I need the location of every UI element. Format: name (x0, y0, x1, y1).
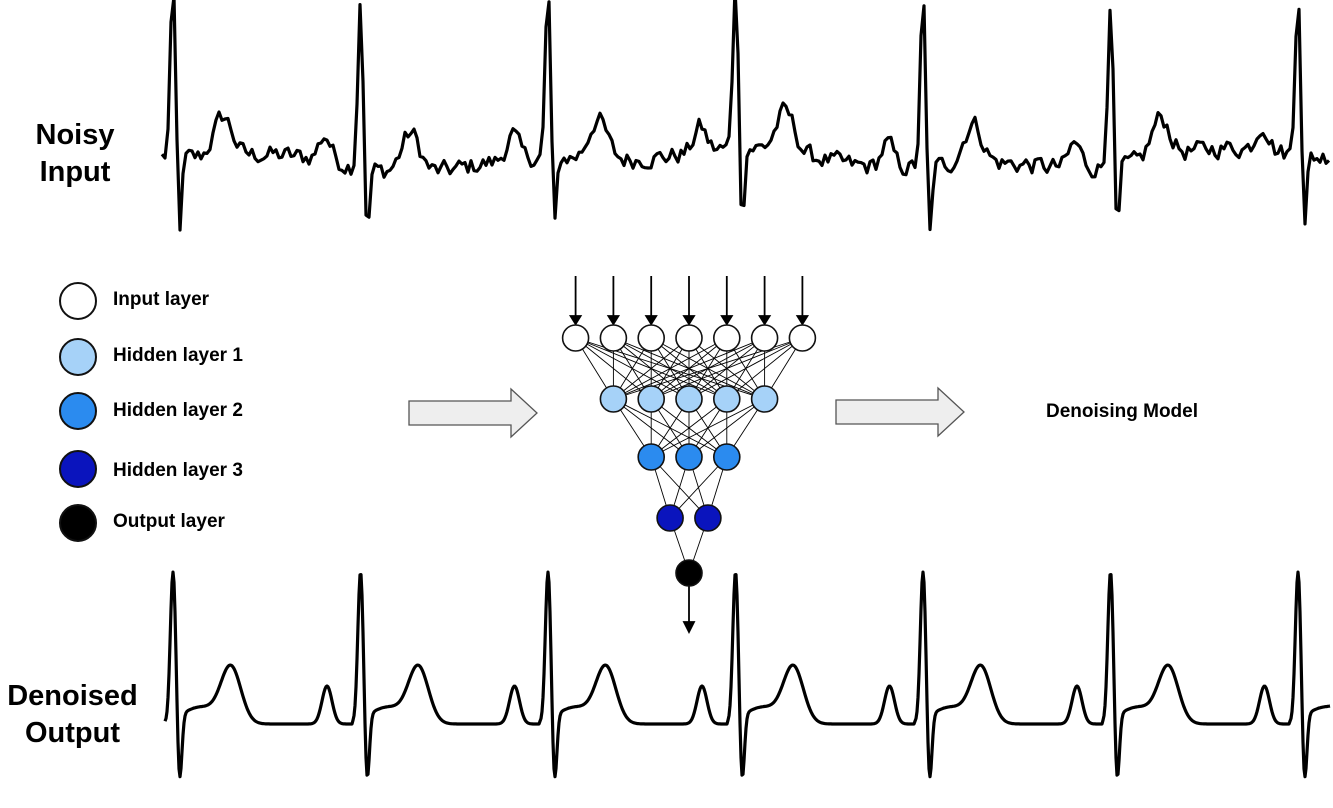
legend-marker-0 (59, 282, 97, 320)
denoised-output-label: Denoised Output (0, 678, 145, 752)
network-node-layer-0 (675, 324, 703, 352)
legend-label-hidden-1: Hidden layer 1 (113, 345, 243, 366)
input-arrow-head (720, 315, 734, 326)
legend-label-input: Input layer (113, 289, 210, 310)
network-connection (613, 337, 728, 400)
legend-label-output: Output layer (113, 511, 225, 532)
denoised-output-label-line1: Denoised (7, 680, 138, 712)
network-connection (688, 398, 765, 458)
noisy-ecg-signal (160, 0, 1331, 232)
output-arrow-head (682, 621, 696, 635)
denoised-ecg-signal (163, 570, 1331, 779)
network-node-layer-3 (656, 504, 684, 532)
network-node-layer-0 (788, 324, 817, 352)
network-connection (650, 398, 765, 458)
network-node-layer-1 (637, 385, 666, 413)
network-node-layer-1 (675, 385, 703, 413)
input-arrow-head (644, 315, 658, 326)
network-connection (613, 337, 765, 400)
network-node-layer-1 (599, 385, 628, 413)
legend-label-hidden-2: Hidden layer 2 (113, 400, 243, 421)
input-arrow-head (682, 315, 696, 326)
network-connection (651, 337, 803, 400)
network-node-layer-2 (675, 443, 703, 471)
network-node-layer-0 (637, 324, 666, 352)
legend-label-hidden-3: Hidden layer 3 (113, 460, 243, 481)
neural-network (561, 276, 817, 635)
network-connection (650, 398, 728, 458)
legend-marker-2 (59, 392, 97, 430)
input-arrow-head (568, 315, 583, 326)
network-connection (669, 456, 728, 519)
legend-marker-1 (59, 338, 97, 376)
network-input-arrows (568, 276, 810, 635)
network-node-layer-0 (599, 324, 628, 352)
network-node-layer-1 (750, 385, 779, 413)
input-arrow-head (757, 315, 772, 326)
network-node-layer-0 (561, 324, 590, 352)
network-connection (613, 337, 690, 400)
network-node-layer-3 (694, 504, 722, 532)
input-arrow-head (795, 315, 810, 326)
denoising-model-label: Denoising Model (1046, 401, 1198, 422)
noisy-input-label-line1: Noisy (35, 119, 115, 151)
noisy-input-label: Noisy Input (20, 117, 130, 191)
output-arrow (835, 386, 965, 438)
input-arrow-head (606, 315, 621, 326)
network-node-layer-2 (637, 443, 666, 471)
network-node-layer-0 (712, 324, 741, 352)
network-node-layer-1 (712, 385, 741, 413)
network-node-layer-0 (750, 324, 779, 352)
network-node-layer-2 (712, 443, 741, 471)
legend-marker-4 (59, 504, 97, 542)
legend-marker-3 (59, 450, 97, 488)
input-arrow (408, 387, 538, 439)
network-connection (726, 337, 803, 400)
network-connection (688, 337, 803, 400)
legend-markers (59, 282, 97, 542)
denoised-output-label-line2: Output (24, 717, 120, 749)
noisy-input-label-line2: Input (39, 156, 111, 188)
network-node-layer-4 (675, 559, 703, 587)
